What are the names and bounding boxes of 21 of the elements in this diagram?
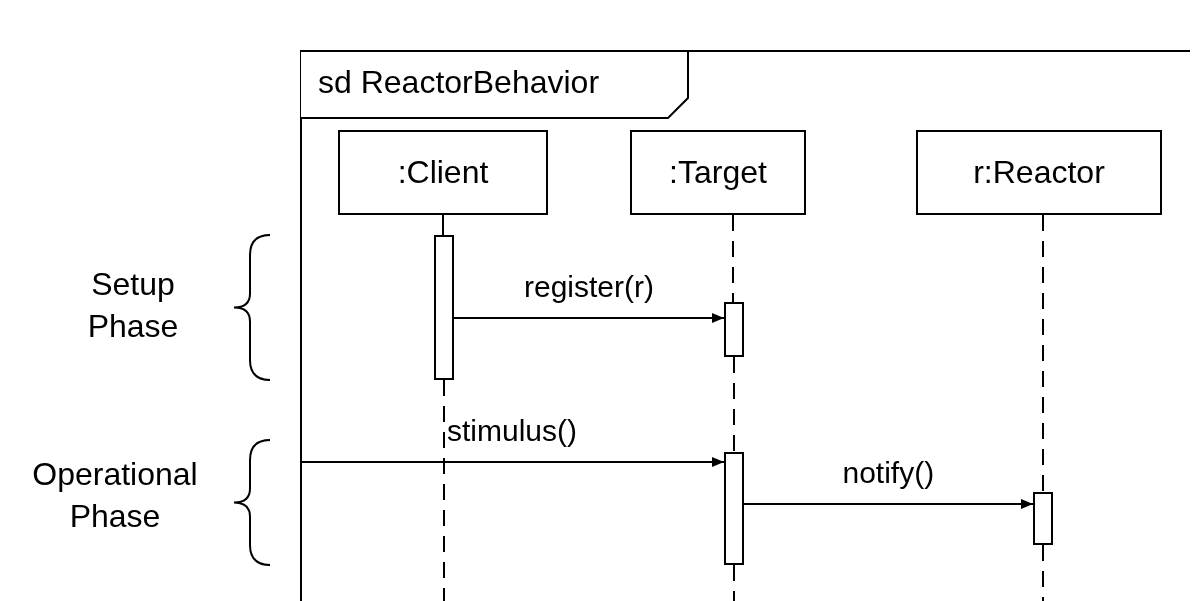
lifeline <box>733 564 735 601</box>
activation-bar <box>1033 492 1053 545</box>
message-arrow <box>743 499 1034 509</box>
frame-title: sd ReactorBehavior <box>318 64 600 101</box>
phase-label: Operational Phase <box>31 455 199 536</box>
object-box: :Target <box>630 130 806 215</box>
message-arrow <box>453 313 725 323</box>
activation-bar <box>724 302 744 357</box>
message-arrow <box>299 457 725 467</box>
lifeline <box>733 356 735 453</box>
object-box: :Client <box>338 130 548 215</box>
phase-label: Setup Phase <box>86 265 180 346</box>
lifeline <box>443 379 445 601</box>
lifeline <box>732 214 734 303</box>
lifeline <box>1042 544 1044 601</box>
lifeline <box>1042 214 1044 493</box>
object-box: r:Reactor <box>916 130 1162 215</box>
activation-bar <box>434 235 454 380</box>
lifeline <box>442 214 444 236</box>
sequence-frame <box>300 50 1190 601</box>
activation-bar <box>724 452 744 565</box>
